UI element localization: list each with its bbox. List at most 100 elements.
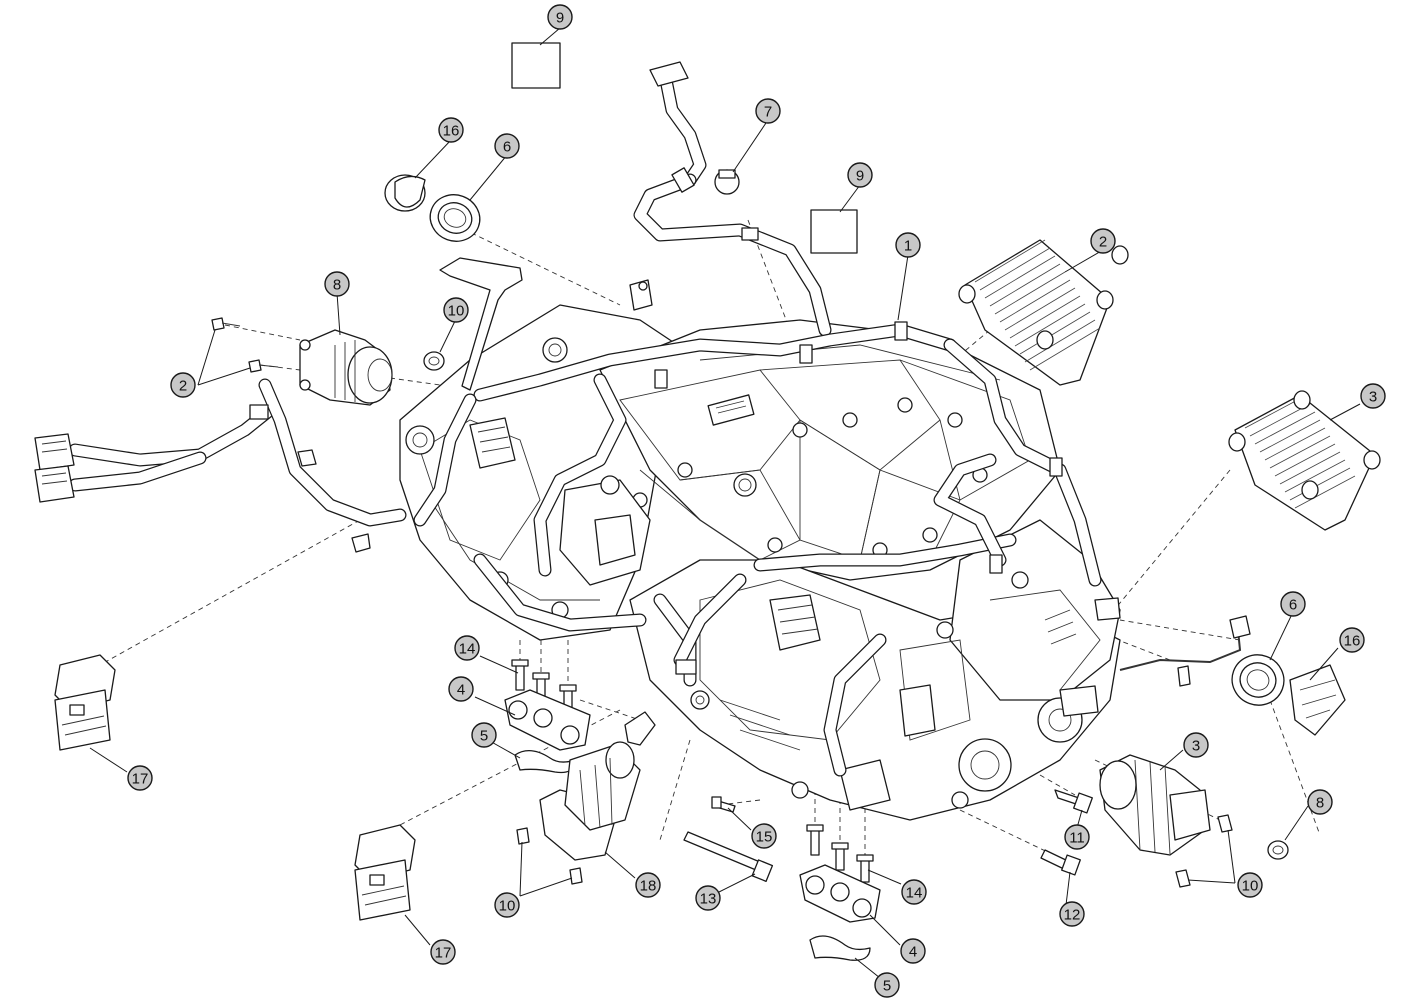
callout-number: 8 (1316, 795, 1324, 812)
callout-circle (1090, 228, 1116, 254)
callout-number: 9 (856, 168, 864, 185)
callout-number: 3 (1369, 389, 1377, 406)
callout-14: 14 (901, 879, 927, 905)
callout-4: 4 (448, 676, 474, 702)
callout-circle (448, 676, 474, 702)
callout-number: 13 (700, 891, 717, 908)
callout-circle (454, 635, 480, 661)
bolt-11 (1054, 789, 1093, 814)
callout-number: 12 (1064, 907, 1081, 924)
o-ring-8-upper (423, 351, 445, 371)
callout-number: 4 (457, 682, 465, 699)
callout-number: 17 (435, 945, 452, 962)
callout-1: 1 (895, 232, 921, 258)
gasket-5-upper (514, 750, 576, 774)
callout-circle (547, 4, 573, 30)
wiring-harness-right (1119, 615, 1251, 687)
bolt-12 (1040, 849, 1081, 876)
callout-circle (1339, 627, 1365, 653)
heat-exchanger-2-upper (958, 239, 1129, 386)
callout-2: 2 (1090, 228, 1116, 254)
o-ring-8-lower (1267, 840, 1289, 860)
cap-16-top (384, 174, 426, 212)
callout-circle (1237, 872, 1263, 898)
callout-11: 11 (1064, 824, 1090, 850)
callout-15: 15 (751, 823, 777, 849)
gasket-5-lower (809, 935, 871, 961)
callout-circle (1064, 824, 1090, 850)
heat-exchanger-2-right (1228, 390, 1381, 531)
callout-number: 10 (448, 303, 465, 320)
callout-circle (430, 939, 456, 965)
callout-number: 18 (640, 878, 657, 895)
callout-number: 2 (179, 378, 187, 395)
coolant-hoses (413, 61, 1121, 777)
callout-circle (1280, 591, 1306, 617)
callout-circle (874, 972, 900, 998)
plug-7 (714, 169, 740, 195)
callout-10: 10 (494, 892, 520, 918)
callout-circle (901, 879, 927, 905)
bolts-10-upper-left (211, 317, 279, 373)
callout-circle (1307, 789, 1333, 815)
bracket-4-lower (799, 864, 881, 923)
bolts-10-bottom (516, 827, 583, 885)
callout-8: 8 (324, 271, 350, 297)
callout-circle (494, 133, 520, 159)
callout-3: 3 (1183, 732, 1209, 758)
bracket-pipe (439, 257, 523, 391)
callout-17: 17 (430, 939, 456, 965)
wiring-harness-left (34, 378, 407, 553)
callout-16: 16 (1339, 627, 1365, 653)
callout-circle (471, 722, 497, 748)
connector-17-bottom (354, 824, 416, 921)
callout-number: 5 (883, 978, 891, 995)
sensor (624, 711, 656, 746)
callout-14: 14 (454, 635, 480, 661)
callout-circle (494, 892, 520, 918)
callout-number: 8 (333, 277, 341, 294)
callout-circle (695, 885, 721, 911)
callout-circle (170, 372, 196, 398)
bracket-4-upper (504, 689, 591, 751)
callout-circle (127, 765, 153, 791)
callout-13: 13 (695, 885, 721, 911)
callout-18: 18 (635, 872, 661, 898)
seal-6-top (429, 194, 481, 242)
callout-number: 17 (132, 771, 149, 788)
callout-5: 5 (874, 972, 900, 998)
callout-circle (900, 938, 926, 964)
callout-circle (751, 823, 777, 849)
callout-9: 9 (547, 4, 573, 30)
callout-number: 15 (756, 829, 773, 846)
seal-6-right (1231, 654, 1285, 706)
callout-number: 16 (1344, 633, 1361, 650)
callout-6: 6 (494, 133, 520, 159)
callout-number: 14 (459, 641, 476, 658)
callout-number: 9 (556, 10, 564, 27)
callout-number: 14 (906, 885, 923, 902)
pad-9-middle (810, 209, 858, 254)
callout-number: 10 (1242, 878, 1259, 895)
callout-circle (895, 232, 921, 258)
callout-number: 6 (1289, 597, 1297, 614)
callout-circle (635, 872, 661, 898)
callout-8: 8 (1307, 789, 1333, 815)
callout-10: 10 (443, 297, 469, 323)
callout-circle (1059, 901, 1085, 927)
connector-17-left (54, 654, 116, 751)
callout-number: 4 (909, 944, 917, 961)
callout-circle (438, 117, 464, 143)
callout-number: 11 (1069, 830, 1085, 847)
callout-circle (755, 98, 781, 124)
callout-number: 16 (443, 123, 460, 140)
callout-5: 5 (471, 722, 497, 748)
callout-number: 10 (499, 898, 516, 915)
leader-lines (89, 27, 1361, 979)
callout-7: 7 (755, 98, 781, 124)
callout-12: 12 (1059, 901, 1085, 927)
callout-number: 3 (1192, 738, 1200, 755)
callout-number: 1 (904, 238, 912, 255)
callout-17: 17 (127, 765, 153, 791)
